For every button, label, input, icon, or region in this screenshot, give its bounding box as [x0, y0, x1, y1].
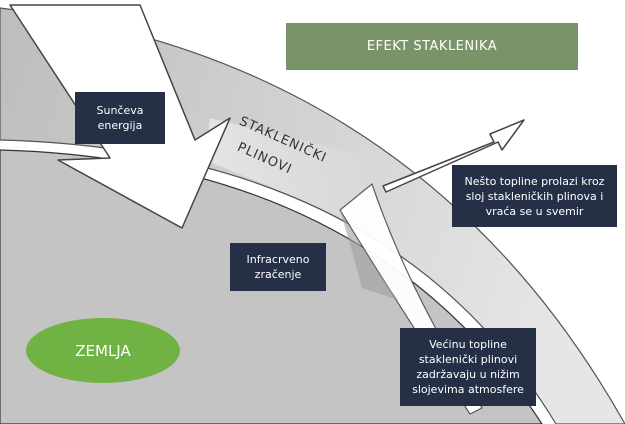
callout-solar-energy: Sunčeva energija — [75, 92, 165, 144]
title-text: EFEKT STAKLENIKA — [366, 39, 498, 54]
callout-line: zadržavaju u nižim — [416, 368, 520, 381]
escaping-heat-arrow — [382, 119, 525, 193]
callout-line: sloj stakleničkih plinova i — [465, 189, 604, 203]
infrared-reflection-shadow — [340, 210, 398, 300]
callout-line: vraća se u svemir — [485, 204, 584, 218]
callout-infrared: Infracrveno zračenje — [230, 243, 326, 291]
callout-line: Većinu topline — [429, 338, 507, 351]
callout-line: slojevima atmosfere — [412, 383, 524, 396]
callout-line: energija — [97, 119, 143, 132]
callout-heat-escape: Nešto topline prolazi kroz sloj stakleni… — [452, 165, 617, 227]
callout-line: staklenički plinovi — [418, 353, 518, 366]
callout-line: Infracrveno — [246, 253, 310, 266]
earth-label-oval: ZEMLJA — [26, 318, 180, 383]
earth-label-text: ZEMLJA — [75, 341, 131, 360]
callout-line: Sunčeva — [96, 104, 144, 117]
band-highlight — [205, 118, 380, 232]
callout-line: zračenje — [254, 268, 302, 281]
diagram-title: EFEKT STAKLENIKA — [286, 23, 578, 70]
callout-line: Nešto topline prolazi kroz — [464, 174, 605, 188]
callout-heat-trapped: Većinu topline staklenički plinovi zadrž… — [400, 328, 536, 406]
